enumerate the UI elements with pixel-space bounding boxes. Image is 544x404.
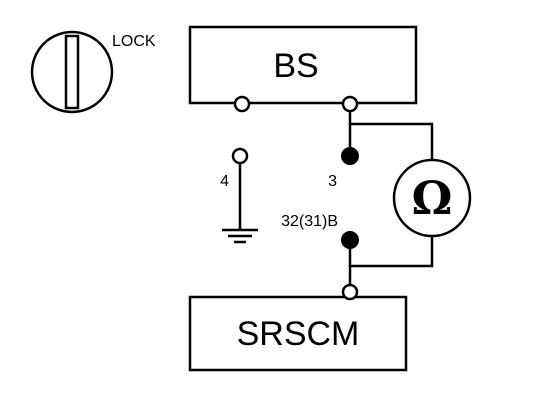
ohm-symbol: Ω — [412, 171, 453, 225]
srscm-label: SRSCM — [237, 315, 360, 353]
ignition-key-icon — [30, 30, 114, 114]
pin-32-label: 32(31)B — [281, 213, 338, 230]
meter-upper-wire — [348, 106, 434, 162]
bs-box — [188, 25, 418, 105]
pin-4-label: 4 — [220, 173, 229, 190]
srscm-terminal — [341, 283, 359, 301]
terminal-4 — [231, 147, 249, 165]
bs-terminal-right — [341, 95, 359, 113]
meter-lower-wire — [348, 232, 434, 290]
terminal-32 — [341, 231, 359, 249]
bs-terminal-left — [233, 95, 251, 113]
pin-3-label: 3 — [328, 173, 337, 190]
ground-icon — [222, 228, 258, 244]
bs-label: BS — [273, 47, 318, 85]
ohmmeter-icon — [392, 158, 472, 238]
lock-position-label: LOCK — [112, 33, 156, 50]
terminal-3 — [341, 147, 359, 165]
srscm-box — [188, 295, 408, 372]
